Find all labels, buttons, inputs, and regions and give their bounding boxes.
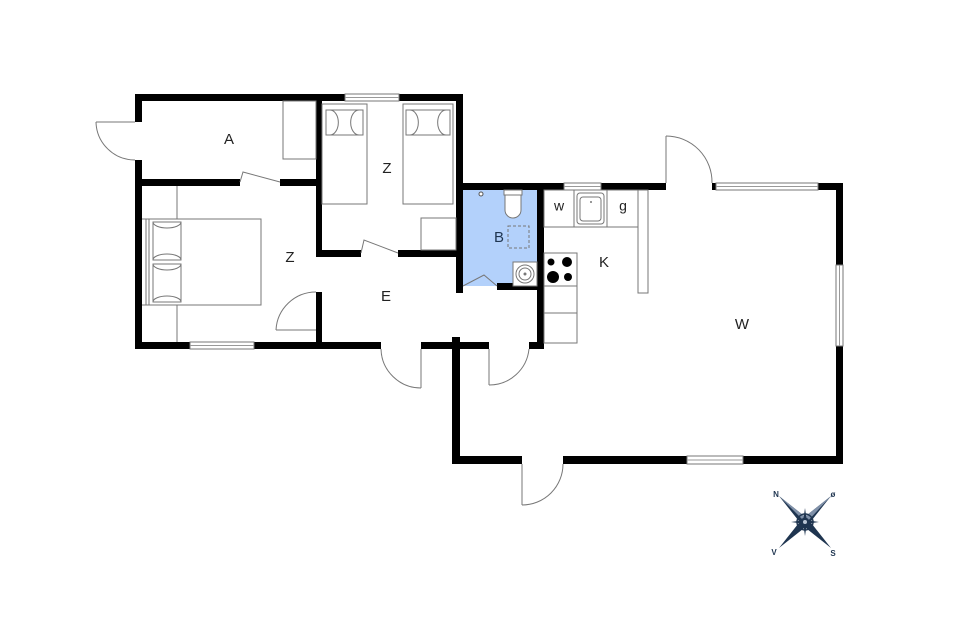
toilet-icon bbox=[503, 189, 523, 219]
twin-bed-right bbox=[402, 103, 454, 205]
room-label-k: K bbox=[599, 254, 609, 271]
stove-icon bbox=[543, 252, 578, 287]
room-label-z-twin: Z bbox=[382, 160, 391, 177]
sink-icon bbox=[512, 261, 538, 287]
wardrobe-z1 bbox=[420, 217, 457, 251]
room-label-w: W bbox=[735, 316, 750, 333]
cabinet-a bbox=[282, 100, 317, 160]
floor-drain-icon bbox=[478, 191, 484, 197]
twin-bed-left bbox=[321, 103, 368, 205]
windows bbox=[189, 93, 844, 465]
fridge-label: g bbox=[619, 198, 627, 214]
kitchen-cabinet-2 bbox=[543, 312, 578, 344]
kitchen-sink-icon bbox=[576, 192, 605, 225]
room-label-e: E bbox=[381, 288, 391, 305]
compass-west: V bbox=[771, 548, 777, 557]
double-bed bbox=[145, 218, 262, 306]
room-label-z-double: Z bbox=[285, 249, 294, 266]
room-label-a: A bbox=[224, 131, 234, 148]
room-label-b: B bbox=[494, 229, 504, 246]
walls bbox=[135, 94, 843, 464]
compass-north: N bbox=[773, 490, 779, 499]
washer-label: w bbox=[553, 198, 565, 214]
compass-rose-icon: N ø S V bbox=[771, 490, 836, 558]
doors bbox=[95, 121, 713, 506]
compass-south: S bbox=[830, 549, 836, 558]
shower-drain-icon bbox=[507, 225, 530, 249]
compass-east: ø bbox=[831, 490, 836, 499]
kitchen-counter bbox=[543, 189, 649, 294]
kitchen-cabinet-1 bbox=[543, 285, 578, 314]
